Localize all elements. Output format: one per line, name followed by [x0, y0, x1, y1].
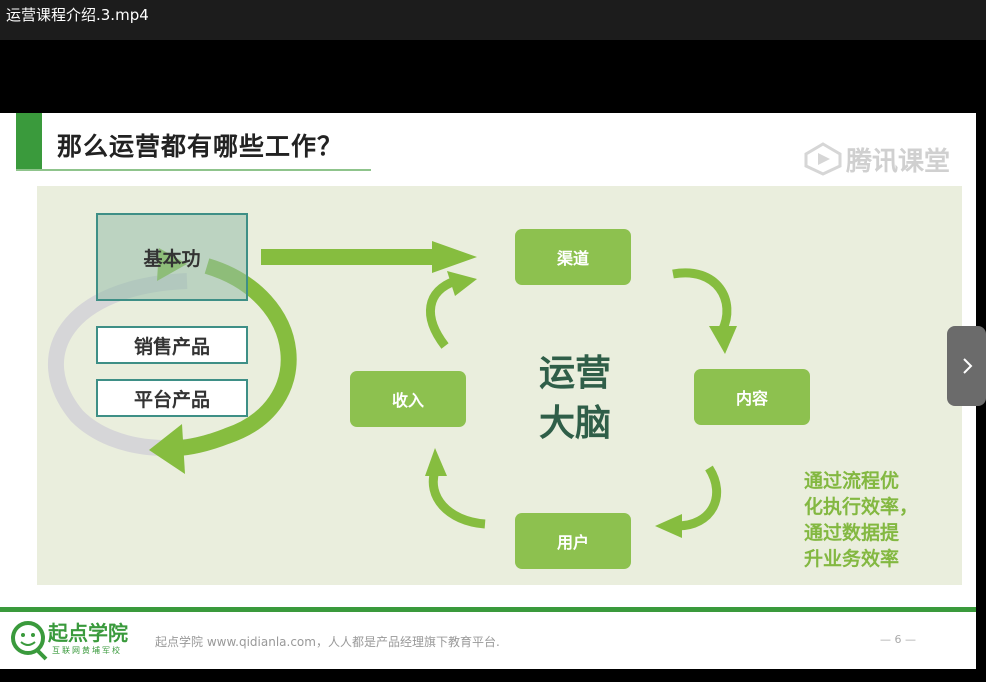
watermark-text: 腾讯课堂: [846, 146, 951, 177]
content-box: 内容: [694, 369, 810, 425]
tencent-classroom-watermark: 腾讯课堂: [804, 139, 950, 179]
center-line-1: 运营: [538, 353, 611, 394]
cycle-arrow-channel-content: [672, 268, 732, 334]
window-title: 运营课程介绍.3.mp4: [6, 6, 149, 24]
gray-loop-arrow: [47, 273, 215, 457]
footer-divider: [0, 607, 976, 612]
slide-frame: 那么运营都有哪些工作？ 腾讯课堂 基本功: [0, 113, 976, 669]
side-note-line: 化执行效率，: [804, 496, 919, 518]
logo-subtitle: 互联网黄埔军校: [52, 646, 122, 655]
side-note-line: 升业务效率: [804, 548, 900, 570]
title-accent-bar: [16, 113, 42, 170]
title-underline: [16, 169, 371, 171]
side-note-line: 通过流程优: [804, 470, 900, 492]
chevron-right-icon: [962, 358, 972, 374]
qidian-logo-icon: [11, 621, 48, 661]
side-note-line: 通过数据提: [804, 522, 900, 544]
slide-title: 那么运营都有哪些工作？: [57, 132, 344, 161]
cycle-arrow-income-channel: [426, 276, 457, 349]
center-line-2: 大脑: [538, 403, 611, 444]
cycle-arrow-content-user: [676, 465, 722, 531]
side-note: 通过流程优 化执行效率， 通过数据提 升业务效率: [804, 468, 944, 572]
income-box: 收入: [350, 371, 466, 427]
sales-product-box: 销售产品: [96, 326, 248, 364]
channel-box: 渠道: [515, 229, 631, 285]
green-loop-arrow: [176, 258, 297, 456]
diagram-panel: 基本功 销售产品 平台产品 渠道 收入 内容 用户 运营 大脑 通过流程优 化执…: [37, 186, 962, 585]
straight-arrow-shaft: [261, 249, 436, 265]
window-titlebar: 运营课程介绍.3.mp4: [0, 0, 986, 40]
platform-product-box: 平台产品: [96, 379, 248, 417]
operations-brain-label: 运营 大脑: [525, 349, 625, 449]
footer-text: 起点学院 www.qidianla.com，人人都是产品经理旗下教育平台.: [155, 635, 500, 649]
user-box: 用户: [515, 513, 631, 569]
diagram-arrows: [47, 241, 737, 538]
straight-arrow-head: [432, 241, 477, 273]
green-loop-arrowhead: [149, 424, 185, 474]
page-number: — 6 —: [880, 633, 916, 646]
next-slide-button[interactable]: [947, 326, 986, 406]
basic-skills-box: 基本功: [96, 213, 248, 301]
cycle-arrow-user-income: [428, 469, 486, 529]
tencent-classroom-logo-icon: [804, 142, 842, 176]
logo-name: 起点学院: [48, 621, 128, 645]
